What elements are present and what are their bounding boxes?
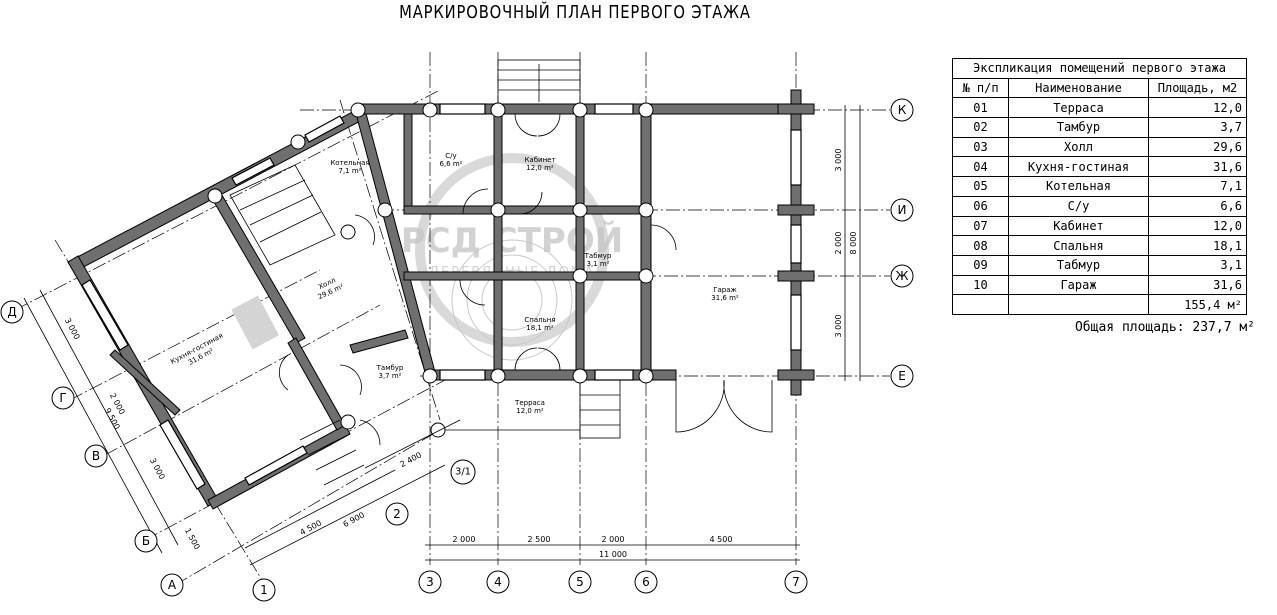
svg-text:11 000: 11 000 (599, 550, 627, 559)
svg-text:2: 2 (393, 507, 401, 521)
svg-text:2 000: 2 000 (602, 535, 625, 544)
axis-bubble-2: 2 (385, 502, 409, 526)
svg-text:Табмур: Табмур (584, 252, 612, 260)
dimension-bottom: 2 000 2 500 2 000 4 500 11 000 (425, 535, 800, 561)
svg-text:3,7 m²: 3,7 m² (379, 372, 402, 380)
table-subtotal-row: 155,4 м² (952, 294, 1247, 315)
svg-text:В: В (92, 449, 100, 463)
svg-text:2 000: 2 000 (453, 535, 476, 544)
svg-text:3 000: 3 000 (834, 315, 843, 338)
svg-text:Д: Д (7, 305, 16, 319)
svg-text:Гараж: Гараж (713, 286, 737, 294)
svg-text:3 000: 3 000 (148, 457, 167, 481)
svg-text:3/1: 3/1 (455, 467, 471, 478)
axis-bubble-3: 3 (418, 570, 442, 594)
header-number: № п/п (952, 77, 1009, 99)
svg-text:Ж: Ж (896, 269, 909, 283)
subtotal-value: 155,4 м² (1148, 294, 1247, 315)
svg-text:И: И (898, 203, 907, 217)
left-wing-walls (67, 105, 436, 510)
svg-text:1: 1 (260, 583, 268, 597)
svg-text:1 500: 1 500 (183, 527, 202, 551)
svg-text:6: 6 (642, 575, 650, 589)
svg-text:4 500: 4 500 (710, 535, 733, 544)
svg-text:Е: Е (898, 369, 906, 383)
svg-text:Котельная: Котельная (330, 159, 369, 167)
axis-bubble-6: 6 (634, 570, 658, 594)
axis-bubble-1: 1 (252, 578, 276, 602)
svg-text:8 000: 8 000 (849, 232, 858, 255)
dimension-diag: 4 500 6 900 2 400 (244, 419, 461, 566)
svg-text:Б: Б (142, 534, 150, 548)
svg-text:5: 5 (576, 575, 584, 589)
axis-bubble-E: Е (890, 364, 914, 388)
axis-bubble-4: 4 (486, 570, 510, 594)
axis-bubble-V: В (84, 444, 108, 468)
axis-bubble-A: А (160, 573, 184, 597)
total-area: Общая площадь: 237,7 м² (1074, 320, 1255, 335)
svg-text:Спальня: Спальня (524, 316, 555, 324)
svg-text:Тамбур: Тамбур (376, 364, 404, 372)
header-area: Площадь, м2 (1148, 77, 1247, 99)
svg-text:2 400: 2 400 (399, 450, 423, 469)
svg-text:Г: Г (59, 391, 66, 405)
svg-text:3,1 m²: 3,1 m² (587, 260, 610, 268)
svg-text:6,6 m²: 6,6 m² (440, 160, 463, 168)
axis-bubble-K: К (890, 98, 914, 122)
svg-text:К: К (898, 103, 907, 117)
svg-text:18,1 m²: 18,1 m² (526, 324, 554, 332)
intersection-markers (207, 102, 654, 438)
svg-text:6 900: 6 900 (342, 510, 366, 529)
svg-text:Терраса: Терраса (514, 399, 545, 407)
table-caption: Экспликация помещений первого этажа (952, 58, 1247, 79)
dimension-right: 3 000 2 000 3 000 8 000 (834, 105, 861, 381)
axis-bubble-G: Г (51, 386, 75, 410)
floor-plan-drawing: РСД СТРОЙ ДЕРЕВЯННЫЕ ДОМА (0, 52, 914, 602)
svg-text:12,0 m²: 12,0 m² (526, 164, 554, 172)
svg-text:3: 3 (426, 575, 434, 589)
svg-text:4: 4 (494, 575, 502, 589)
svg-text:А: А (168, 578, 177, 592)
axis-labels: 3 4 5 6 7 К И Ж (0, 98, 914, 602)
axis-bubble-I: И (890, 198, 914, 222)
svg-text:3 000: 3 000 (834, 149, 843, 172)
svg-text:2 500: 2 500 (528, 535, 551, 544)
svg-text:31,6 m²: 31,6 m² (711, 294, 739, 302)
watermark-brand: РСД СТРОЙ (401, 220, 623, 261)
header-name: Наименование (1008, 77, 1149, 99)
svg-text:12,0 m²: 12,0 m² (516, 407, 544, 415)
axis-bubble-B: Б (134, 529, 158, 553)
axis-bubble-3-1: 3/1 (450, 459, 476, 485)
axis-bubble-5: 5 (568, 570, 592, 594)
svg-text:7: 7 (792, 575, 800, 589)
axis-bubble-7: 7 (784, 570, 808, 594)
svg-text:С/у: С/у (445, 152, 456, 160)
svg-text:4 500: 4 500 (299, 518, 323, 537)
svg-text:Кабинет: Кабинет (524, 156, 555, 164)
rooms-explication-table: Экспликация помещений первого этажа № п/… (952, 58, 1247, 315)
svg-text:2 000: 2 000 (834, 232, 843, 255)
plan-title: МАРКИРОВОЧНЫЙ ПЛАН ПЕРВОГО ЭТАЖА (399, 2, 751, 23)
axis-bubble-D: Д (0, 300, 24, 324)
svg-text:7,1 m²: 7,1 m² (339, 167, 362, 175)
axis-bubble-Zh: Ж (890, 264, 914, 288)
